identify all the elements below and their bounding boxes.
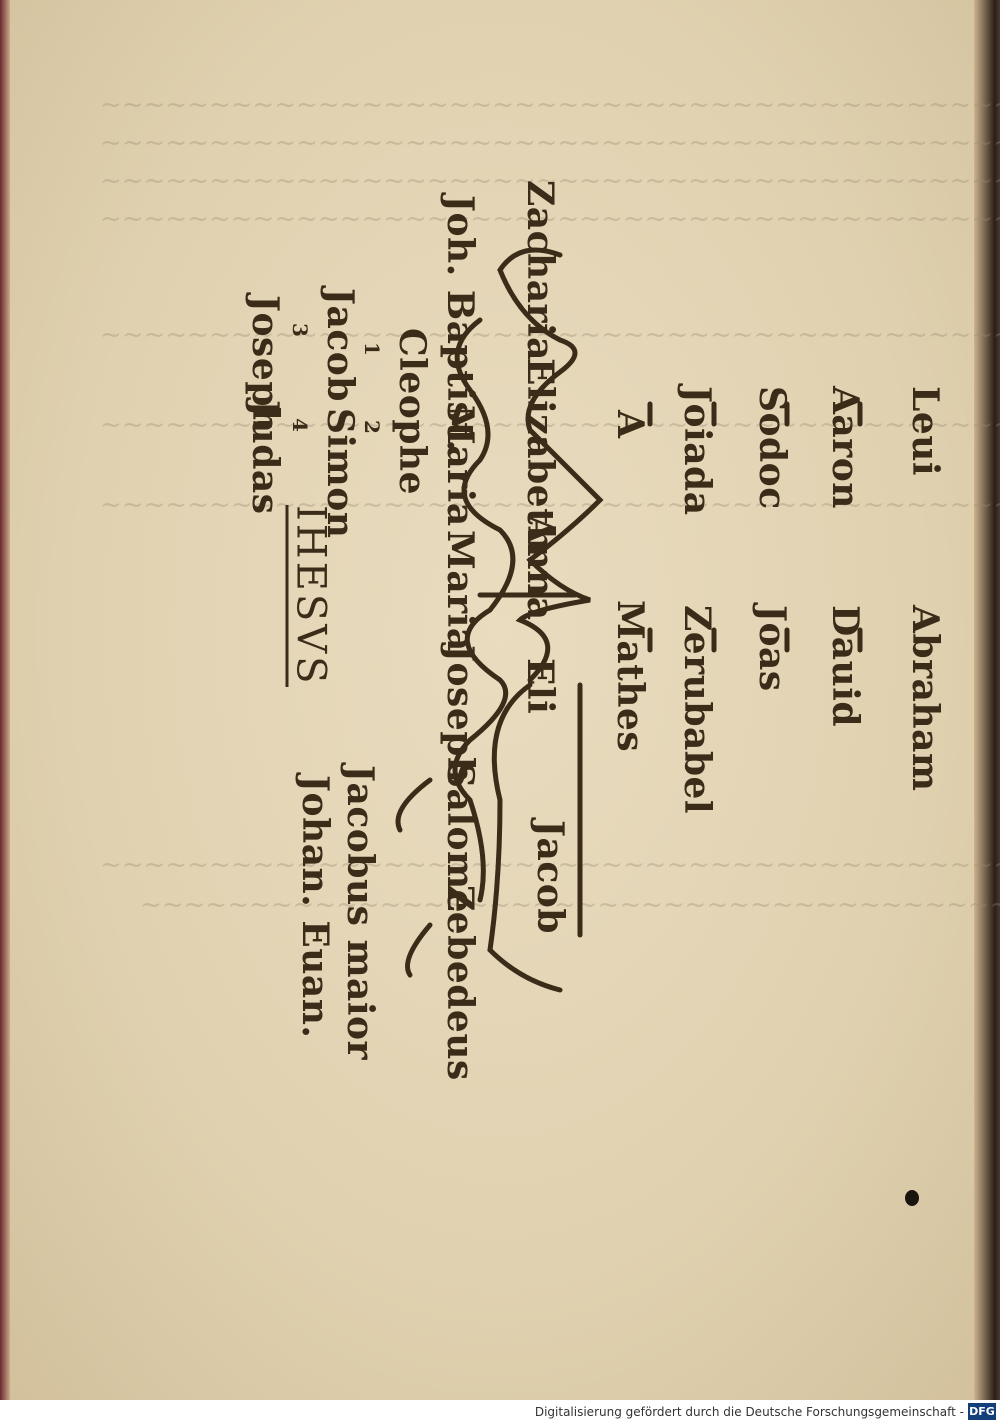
name-anna: Anna: [519, 515, 561, 621]
son-number-4: 4: [288, 418, 312, 432]
name-eli: Eli: [519, 658, 561, 715]
son-number-1: 1: [360, 342, 384, 356]
name-zebedeus: Zebedeus: [439, 885, 481, 1081]
name-mathes: Mathes: [609, 600, 651, 753]
name-leui: Leui: [904, 386, 946, 477]
name-abraham: Abraham: [904, 605, 946, 792]
son-number-2: 2: [360, 420, 384, 434]
name-dauid: Dauid: [824, 605, 866, 728]
name-jacob-father: Jacob: [529, 820, 571, 934]
name-ihesus: IHESVS: [285, 505, 334, 687]
son-number-3: 3: [288, 323, 312, 337]
name-zerubabel: Zerubabel: [676, 605, 718, 815]
page-edge-left: [0, 0, 10, 1400]
digitization-footer: Digitalisierung gefördert durch die Deut…: [0, 1400, 1000, 1424]
name-son-jacob: Jacob: [319, 288, 361, 402]
name-son-judas: Judas: [244, 400, 286, 515]
name-zacharia: Zacharia: [519, 180, 561, 361]
footer-text: Digitalisierung gefördert durch die Deut…: [534, 1405, 964, 1419]
ink-speck: [905, 1190, 919, 1206]
dfg-logo: DFG: [968, 1403, 996, 1420]
name-a: A: [609, 410, 651, 439]
name-johan-euan: Johan. Euan.: [294, 775, 336, 1039]
name-cleophe: Cleophe: [391, 328, 433, 495]
name-joiada: Joiada: [676, 386, 718, 516]
page-edge-right: [974, 0, 1000, 1400]
name-aaron: Aaron: [824, 386, 866, 509]
name-maria-1: Maria: [439, 405, 481, 527]
name-sodoc: Sodoc: [751, 386, 793, 510]
name-maria-2: Maria: [439, 530, 481, 652]
name-jacobus-maior: Jacobus maior: [339, 765, 381, 1061]
name-joas: Joas: [751, 605, 793, 692]
